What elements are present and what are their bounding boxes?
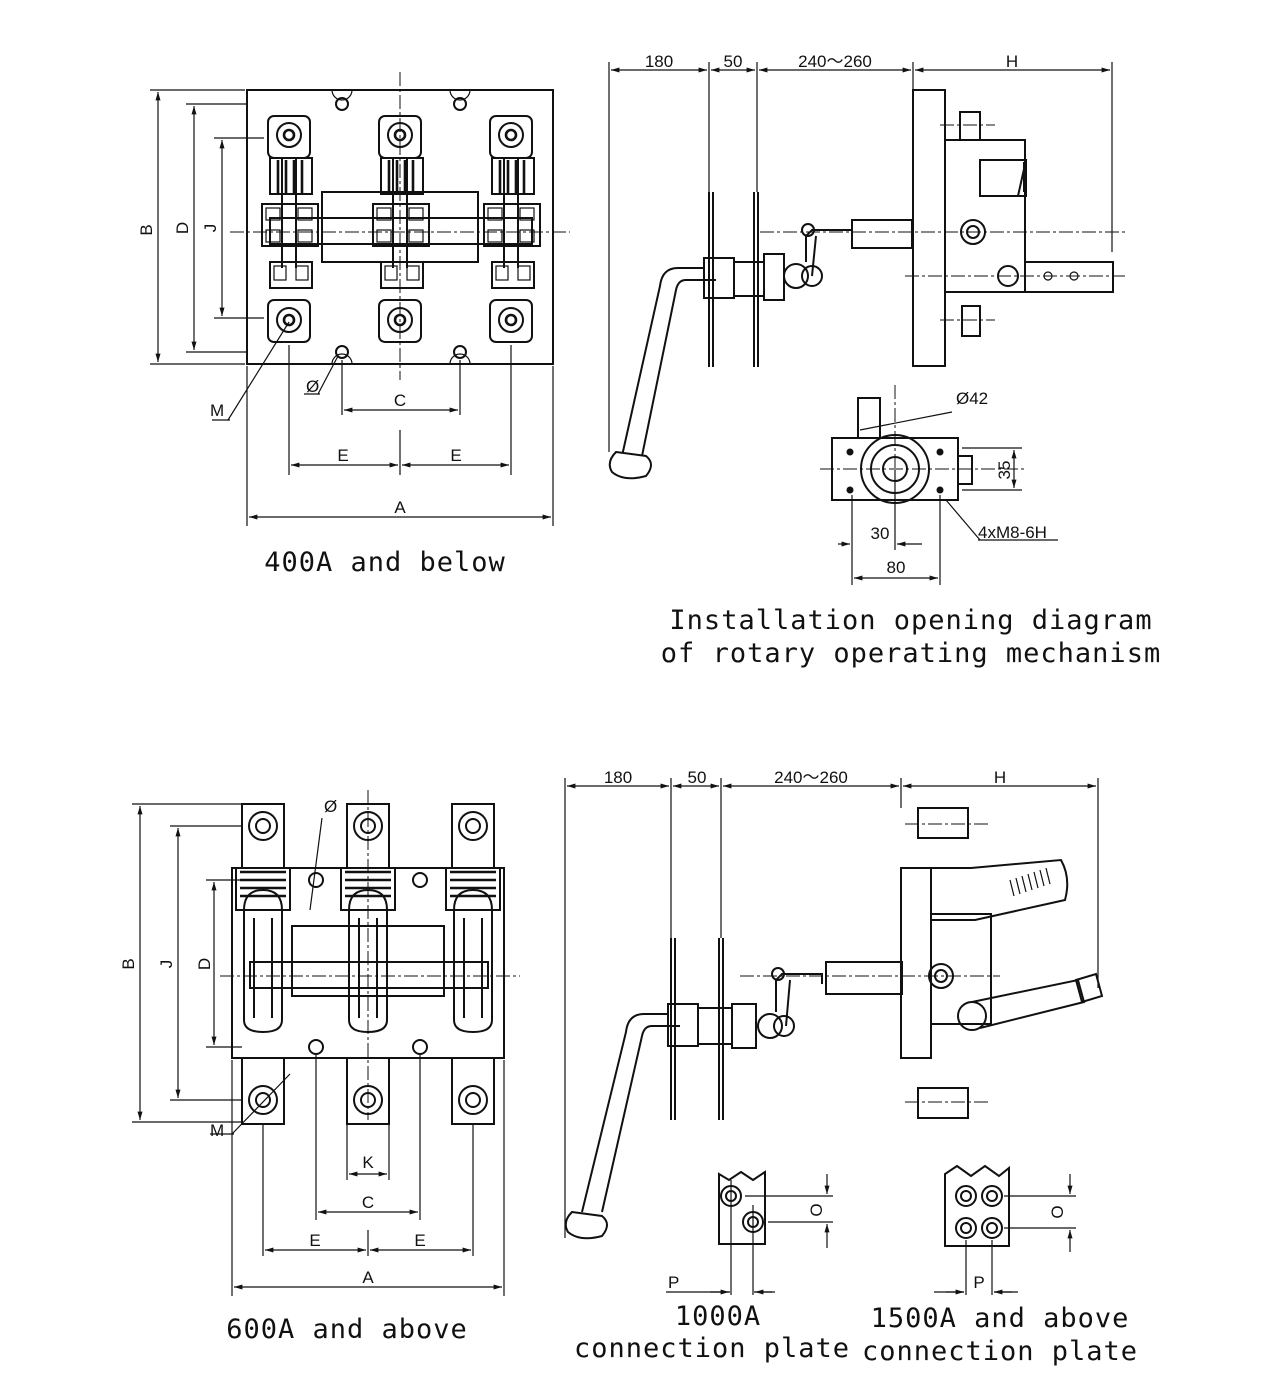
dim-label-o-1000: O [807, 1203, 826, 1216]
dim-180-top: 180 [645, 52, 673, 71]
side-view-400a-labels: 180 50 240～260 H [645, 52, 1018, 71]
dim-label-m-bottom: M [210, 1121, 224, 1140]
dim-label-m-top: M [210, 401, 224, 420]
pole-600-1 [235, 803, 291, 1125]
dim-label-d-top: D [173, 222, 192, 234]
pole-600-3 [445, 803, 501, 1125]
dim-label-b-bottom: B [119, 958, 138, 969]
dim-label-e2-bottom: E [414, 1231, 425, 1250]
dim-label-k-bottom: K [362, 1153, 374, 1172]
dim-label-phi-bottom: Ø [324, 797, 337, 816]
dim-label-c-bottom: C [362, 1193, 374, 1212]
dim-80: 80 [887, 558, 906, 577]
front-view-600a [132, 790, 520, 1296]
pole-600-2 [340, 803, 396, 1125]
front-view-600a-labels: B J D A E E C K M Ø 600A and above [119, 797, 468, 1345]
dim-label-e1-bottom: E [309, 1231, 320, 1250]
dim-label-phi-top: Ø [306, 377, 319, 396]
caption-400a: 400A and below [264, 547, 506, 578]
dim-35: 35 [995, 461, 1014, 480]
caption-1500a-line2: connection plate [862, 1336, 1138, 1367]
installation-opening-diagram [820, 385, 1058, 585]
connection-plate-1500a [934, 1164, 1076, 1295]
front-view-400a [150, 72, 570, 526]
dim-thread: 4xM8-6H [978, 523, 1047, 542]
caption-installation-line1: Installation opening diagram [669, 605, 1152, 636]
caption-1500a-line1: 1500A and above [871, 1303, 1130, 1334]
dim-label-p-1000: P [668, 1273, 679, 1292]
connection-plate-1500a-labels: O P 1500A and above connection plate [862, 1205, 1138, 1367]
caption-1000a-line2: connection plate [574, 1333, 850, 1364]
dim-label-a-top: A [394, 498, 406, 517]
dim-50-top: 50 [724, 52, 743, 71]
dim-label-e2-top: E [450, 446, 461, 465]
front-view-400a-labels: B D J A E E C M Ø 400A and below [137, 222, 506, 578]
connection-plate-1000a-labels: O P 1000A connection plate [574, 1203, 850, 1364]
dim-240-260-bottom: 240～260 [774, 768, 848, 787]
side-view-400a [608, 62, 1125, 480]
caption-600a: 600A and above [226, 1314, 468, 1345]
dim-180-bottom: 180 [604, 768, 632, 787]
dim-label-j-bottom: J [157, 960, 176, 969]
connection-plate-1000a [666, 1170, 833, 1295]
dim-label-h-top: H [1006, 52, 1018, 71]
dim-phi42: Ø42 [956, 389, 988, 408]
installation-opening-labels: Ø42 35 30 80 4xM8-6H Installation openin… [661, 389, 1161, 669]
pole-2 [372, 115, 430, 343]
dim-240-260-top: 240～260 [798, 52, 872, 71]
dim-label-e1-top: E [337, 446, 348, 465]
pole-1 [261, 115, 319, 343]
dim-label-j-top: J [201, 224, 220, 233]
caption-installation-line2: of rotary operating mechanism [661, 638, 1161, 669]
dim-label-d-bottom: D [195, 958, 214, 970]
dim-label-h-bottom: H [994, 768, 1006, 787]
dim-label-a-bottom: A [362, 1268, 374, 1287]
dim-label-b-top: B [137, 224, 156, 235]
dim-label-o-1500: O [1048, 1205, 1067, 1218]
side-view-600a-labels: 180 50 240～260 H [604, 768, 1006, 787]
caption-1000a-line1: 1000A [675, 1301, 761, 1332]
dim-label-c-top: C [394, 391, 406, 410]
dim-30: 30 [871, 524, 890, 543]
dim-50-bottom: 50 [688, 768, 707, 787]
pole-3 [483, 115, 541, 343]
dim-label-p-1500: P [973, 1273, 984, 1292]
side-view-600a [564, 778, 1104, 1240]
